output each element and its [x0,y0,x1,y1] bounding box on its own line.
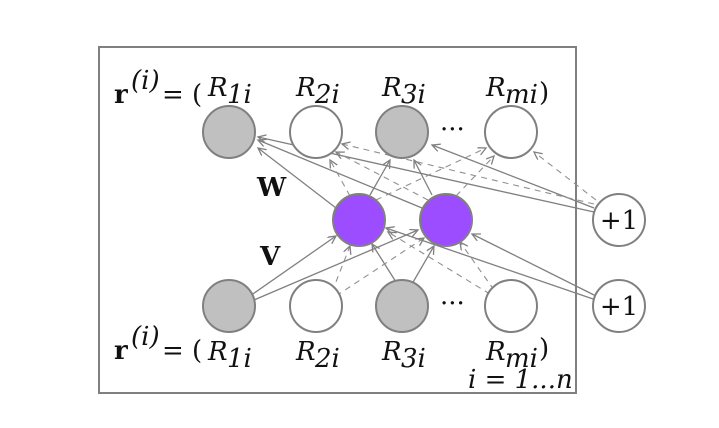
bottom-label-3: R [381,337,402,367]
plate-index-label: i = 1...n [468,365,573,395]
bottom-label-1-sub: 1i [227,344,252,374]
bottom-label-2-sub: 2i [314,344,340,374]
bottom-node-row [202,279,538,333]
top-ellipsis: ··· [440,115,465,145]
top-node-1 [202,105,256,159]
edge-w-h1-1 [258,148,337,209]
bottom-label-2: R [295,337,316,367]
top-label-m: R [485,73,506,103]
bottom-ellipsis: ··· [440,289,465,319]
top-close-paren: ) [539,78,549,108]
bottom-row-prefix: r (i) = ( [114,322,202,366]
hidden-node-2 [419,193,473,247]
bottom-prefix-superscript: (i) [131,322,160,352]
edge-dash-m-h2 [460,242,495,291]
bottom-label-m-sub: mi [505,344,538,374]
edge-dash-bias-2 [342,144,595,205]
edge-dash-bias-m [534,152,597,201]
top-node-row [202,105,538,159]
edge-w-h2-1 [258,140,423,209]
bias-nodes: +1 +1 [592,193,646,333]
edge-v-3-h2 [411,246,434,285]
top-prefix-symbol: r [114,80,128,110]
weight-label-v: V [259,242,281,272]
bottom-row-labels: R 1i R 2i R 3i R mi ) [207,334,549,374]
top-row-labels: R 1i R 2i R 3i R mi ) [207,73,549,110]
edge-w-h2-3 [414,160,433,196]
top-prefix-superscript: (i) [131,66,160,96]
plate-box [98,46,577,394]
bottom-close-paren: ) [539,334,549,364]
dashed-edges [330,144,597,297]
edge-dash-m-h1 [388,232,491,295]
hidden-node-1 [332,193,386,247]
hidden-node-row [332,193,473,247]
top-label-3-sub: 3i [401,80,426,110]
top-label-3: R [381,73,402,103]
bias-label-bottom: +1 [600,292,638,322]
edge-dash-h1-2 [330,160,351,197]
top-node-3 [375,105,429,159]
edge-dash-2-h1 [331,246,350,293]
top-prefix-equals: = ( [162,80,202,110]
top-label-1-sub: 1i [227,80,252,110]
edge-v-1-h2 [253,230,418,301]
bottom-prefix-symbol: r [114,336,128,366]
top-node-m [484,105,538,159]
edge-vbias-h2 [472,234,597,297]
edge-dash-h1-m [375,148,486,201]
bias-node-bottom [592,279,646,333]
top-label-m-sub: mi [505,80,538,110]
bottom-label-1: R [207,337,228,367]
bottom-label-m: R [485,337,506,367]
weight-label-w: W [256,173,287,203]
bottom-label-3-sub: 3i [401,344,426,374]
bias-node-top [592,193,646,247]
bottom-node-2 [289,279,343,333]
bottom-node-1 [202,279,256,333]
edge-v-1-h1 [249,236,336,297]
top-row-prefix: r (i) = ( [114,66,202,110]
bottom-node-3 [375,279,429,333]
bias-label-top: +1 [600,206,638,236]
top-label-1: R [207,73,228,103]
top-label-2: R [295,73,316,103]
top-node-2 [289,105,343,159]
bottom-prefix-equals: = ( [162,336,202,366]
edge-dash-h2-2 [336,152,429,201]
top-label-2-sub: 2i [314,80,340,110]
bottom-node-m [484,279,538,333]
edge-v-3-h1 [372,244,397,283]
